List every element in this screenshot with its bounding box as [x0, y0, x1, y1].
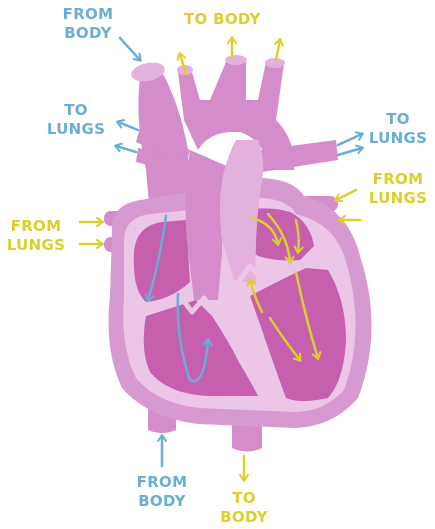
to-lungs-left-arrow-2 — [116, 146, 136, 152]
label-from-body-bottom: FROM BODY — [130, 473, 194, 511]
aorta-branch-2-opening — [225, 55, 247, 65]
from-lungs-right-arrow-1 — [336, 190, 356, 200]
to-lungs-right-arrow-1 — [338, 134, 362, 145]
label-from-body-top: FROM BODY — [56, 5, 120, 43]
from-body-top-arrow — [120, 38, 140, 60]
label-to-body-top: TO BODY — [184, 10, 261, 29]
to-lungs-right-arrow-2 — [338, 148, 362, 155]
label-to-body-bottom: TO BODY — [212, 489, 276, 527]
label-from-lungs-left: FROM LUNGS — [4, 217, 68, 255]
label-from-lungs-right: FROM LUNGS — [366, 170, 430, 208]
to-body-top-arrow-3 — [276, 40, 280, 60]
label-to-lungs-left: TO LUNGS — [44, 101, 108, 139]
to-lungs-left-arrow-1 — [118, 122, 138, 130]
label-to-lungs-right: TO LUNGS — [366, 110, 430, 148]
